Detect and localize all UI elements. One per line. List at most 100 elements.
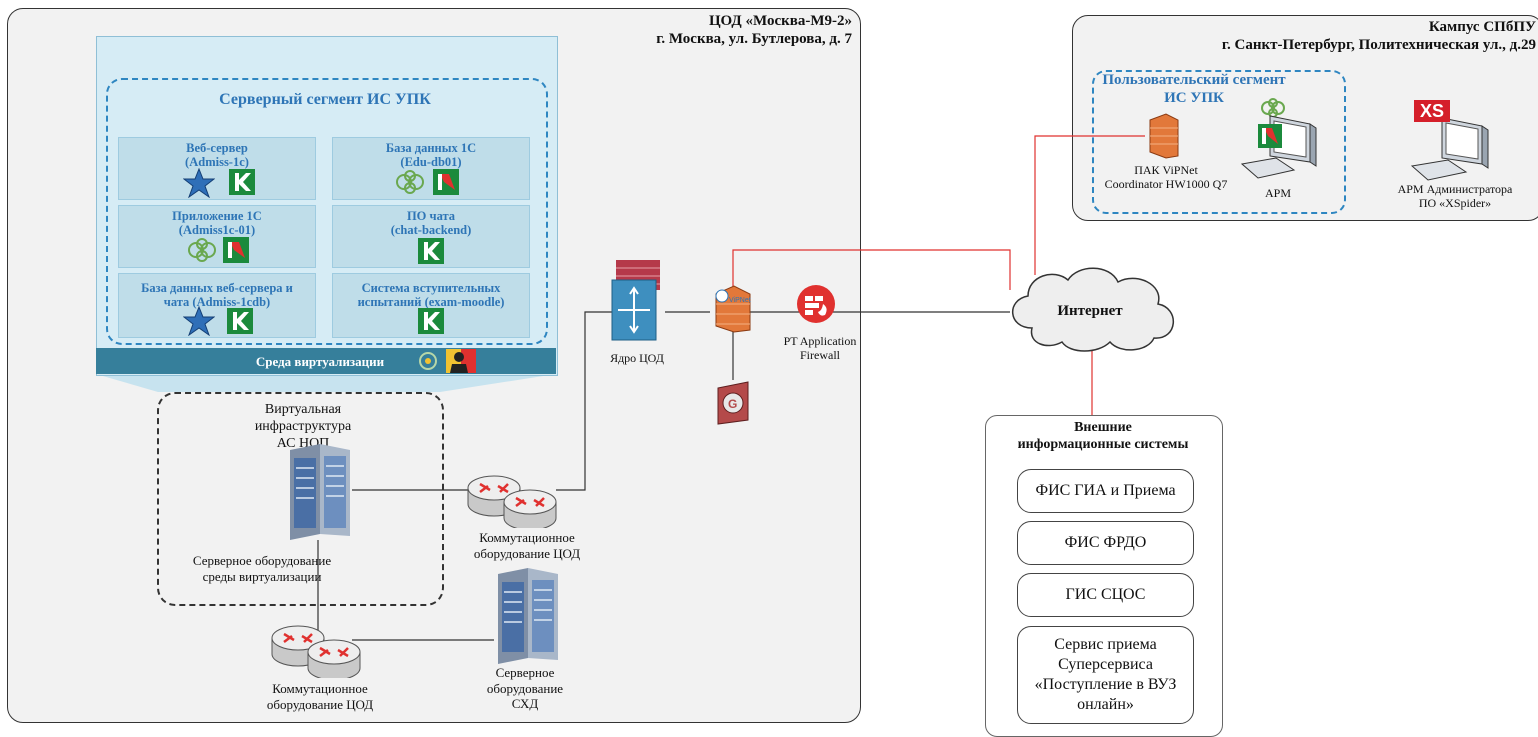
user-segment-line2: ИС УПК [1164, 90, 1224, 106]
virtual-infra-label: Виртуальная инфраструктура АС НОП [218, 402, 388, 452]
server-box-app1c: Приложение 1С (Admiss1c-01) [118, 205, 316, 268]
core-firewall-icon [611, 260, 660, 341]
coordinator-label: ПАК ViPNet Coordinator HW1000 Q7 [1096, 163, 1236, 192]
kaspersky-red-icon [433, 169, 459, 195]
link-internet-campus-red [1034, 135, 1145, 275]
arm-label: АРМ [1264, 186, 1291, 200]
external-system-label: ФИС ГИА и Приема [1035, 482, 1176, 499]
switch-right-line1: Коммутационное [479, 530, 575, 545]
server-name: ПО чата [406, 209, 456, 223]
virtual-infra-line2: инфраструктура [254, 418, 352, 434]
server-box-chat: ПО чата (chat-backend) [332, 205, 530, 268]
campus-address: г. Санкт-Петербург, Политехническая ул.,… [1221, 37, 1536, 53]
storage-line1: Серверное [495, 665, 555, 680]
server-host: чата (Admiss-1cdb) [163, 295, 271, 309]
link-vipnet-internet-red [732, 249, 1011, 298]
zoom-trapezoid [96, 374, 556, 392]
switch-icon [467, 475, 557, 528]
guard-g-icon: G [717, 381, 749, 425]
external-system-superservice: Сервис приема Суперсервиса «Поступление … [1017, 626, 1194, 724]
pt-waf-icon [797, 285, 835, 323]
internet-label: Интернет [1057, 303, 1123, 319]
external-systems-title: Внешние информационные системы [985, 420, 1221, 454]
star-agent-icon [183, 168, 215, 198]
campus-title: Кампус СПбПУ г. Санкт-Петербург, Политех… [1100, 18, 1536, 54]
external-system-fis-gia: ФИС ГИА и Приема [1017, 469, 1194, 513]
vgate-icon [419, 352, 437, 370]
external-system-line: Суперсервиса [1058, 656, 1153, 673]
kaspersky-icon [227, 308, 253, 334]
switch-left-line1: Коммутационное [272, 681, 368, 696]
coordinator-line2: Coordinator HW1000 Q7 [1104, 177, 1228, 192]
external-system-line: «Поступление в ВУЗ [1034, 676, 1177, 693]
knot-agent-icon [1261, 98, 1285, 118]
server-host: испытаний (exam-moodle) [357, 295, 505, 309]
storage-label: Серверное оборудование СХД [470, 665, 580, 712]
external-system-label: ГИС СЦОС [1065, 586, 1146, 603]
server-name: База данных веб-сервера и [141, 281, 293, 295]
switch-left-label: Коммутационное оборудование ЦОД [245, 681, 395, 712]
knot-agent-icon [188, 238, 216, 262]
server-host: (Edu-db01) [400, 155, 462, 169]
admin-workstation-icon [1410, 117, 1489, 181]
kaspersky-icon [418, 308, 444, 334]
waf-line1: PT Application [783, 334, 857, 348]
guard-g-text: G [728, 397, 737, 411]
xspider-logo: XS [1414, 100, 1450, 122]
external-title-line1: Внешние [1074, 420, 1132, 435]
virt-hw-line2: среды виртуализации [202, 568, 322, 584]
internet-cloud-icon [1011, 267, 1175, 352]
server-box-web: Веб-сервер (Admiss-1c) [118, 137, 316, 200]
server-host: (Admiss1c-01) [178, 223, 256, 237]
coordinator-line1: ПАК ViPNet [1134, 163, 1198, 177]
external-system-line: онлайн» [1077, 696, 1134, 713]
campus-panel [1072, 15, 1538, 221]
external-title-line2: информационные системы [1017, 436, 1189, 452]
campus-title-line1: Кампус СПбПУ [1428, 19, 1536, 35]
external-system-fis-frdo: ФИС ФРДО [1017, 521, 1194, 565]
waf-line2: Firewall [800, 348, 840, 363]
server-rack-icon [290, 444, 350, 540]
datacenter-title-line1: ЦОД «Москва-М9-2» [709, 13, 852, 29]
external-system-label: ФИС ФРДО [1064, 534, 1147, 551]
virtualization-bar [96, 348, 556, 374]
external-system-line: Сервис приема [1054, 636, 1157, 653]
server-name: Приложение 1С [172, 209, 262, 223]
admin-line1: АРМ Администратора [1397, 182, 1513, 196]
server-name: Система вступительных [361, 281, 501, 295]
virtual-infra-box [157, 392, 444, 606]
virtual-infra-line1: Виртуальная [264, 402, 342, 417]
kaspersky-red-icon [223, 237, 249, 263]
server-box-db1c: База данных 1С (Edu-db01) [332, 137, 530, 200]
virtualization-label: Среда виртуализации [255, 354, 385, 369]
vipnet-firewall-icon: ViPNet [715, 285, 751, 333]
server-name: Веб-сервер [186, 141, 248, 155]
server-name: База данных 1С [385, 141, 477, 155]
switch-left-line2: оборудование ЦОД [266, 696, 374, 712]
virt-hw-line1: Серверное оборудование [192, 553, 332, 568]
server-host: (Admiss-1c) [185, 155, 249, 169]
admin-label: АРМ Администратора ПО «XSpider» [1380, 182, 1530, 211]
external-system-gis-scos: ГИС СЦОС [1017, 573, 1194, 617]
storage-server-icon [498, 568, 558, 664]
star-agent-icon [183, 306, 215, 336]
core-label: Ядро ЦОД [610, 351, 664, 365]
kaspersky-red-icon [1258, 124, 1282, 148]
user-segment-border [1092, 70, 1346, 214]
server-segment-title: Серверный сегмент ИС УПК [219, 91, 431, 108]
coordinator-firewall-icon [1149, 113, 1179, 159]
switch-right-label: Коммутационное оборудование ЦОД [452, 530, 602, 561]
datacenter-title: ЦОД «Москва-М9-2» г. Москва, ул. Бутлеро… [560, 12, 852, 48]
vipnet-icon-text: ViPNet [729, 297, 751, 304]
link-switch-core [556, 311, 612, 491]
datacenter-address: г. Москва, ул. Бутлерова, д. 7 [656, 31, 852, 47]
user-segment-line1: Пользовательский сегмент [1102, 72, 1286, 88]
server-segment-border [106, 78, 548, 345]
pt-waf-label: PT Application Firewall [770, 334, 870, 363]
storage-line2: оборудование [486, 680, 564, 696]
server-box-webdb: База данных веб-сервера и чата (Admiss-1… [118, 273, 316, 338]
knot-agent-icon [396, 170, 424, 194]
storage-line3: СХД [511, 696, 539, 712]
switch-icon [271, 625, 361, 678]
